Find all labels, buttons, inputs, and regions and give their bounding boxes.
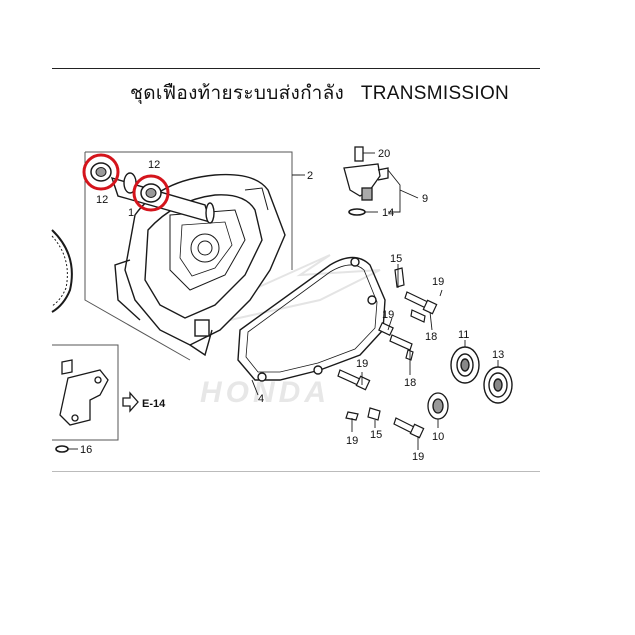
bottom-rule [52, 471, 540, 472]
collar-15-bottom [367, 407, 381, 421]
callout-4: 4 [258, 393, 264, 405]
page-title: ชุดเฟืองท้ายระบบส่งกำลัง TRANSMISSION [130, 78, 509, 108]
callout-10: 10 [432, 431, 444, 443]
callout-12-top: 12 [148, 159, 160, 171]
callout-2: 2 [307, 170, 313, 182]
callout-9: 9 [422, 193, 428, 205]
callout-18-a: 18 [425, 331, 437, 343]
title-english: TRANSMISSION [360, 83, 510, 104]
watermark-text: HONDA [200, 376, 330, 409]
speed-sensor-assembly [343, 146, 389, 216]
callout-19-b: 19 [382, 309, 394, 321]
bearing-12-right [132, 174, 170, 212]
left-gear-partial [51, 229, 73, 313]
bolt-18-a [410, 309, 426, 323]
callout-19-d: 19 [346, 435, 358, 447]
inset-bracket [55, 359, 109, 453]
callout-15-top: 15 [390, 253, 402, 265]
reference-arrow [122, 391, 139, 413]
callout-19-e: 19 [412, 451, 424, 463]
bolt-19-d [345, 411, 359, 421]
callout-15-bottom: 15 [370, 429, 382, 441]
inset-outline [52, 344, 119, 441]
leader-lines [68, 152, 499, 450]
callout-1: 1 [128, 207, 134, 219]
bearing-12-left [82, 153, 120, 191]
group-outline-left [84, 152, 191, 361]
title-rule [52, 68, 540, 69]
callout-13: 13 [492, 349, 504, 361]
callout-12-left: 12 [96, 194, 108, 206]
callout-18-b: 18 [404, 377, 416, 389]
callout-11: 11 [458, 329, 469, 341]
bearing-13 [483, 366, 513, 404]
callout-20: 20 [378, 148, 390, 160]
collar-15-top [394, 267, 405, 288]
bolt-19-b [378, 322, 394, 336]
callout-numbers: 12 12 1 2 20 9 14 15 19 18 19 18 19 4 15… [80, 148, 504, 463]
reference-label: E-14 [142, 398, 166, 410]
callout-14: 14 [382, 207, 394, 219]
title-thai: ชุดเฟืองท้ายระบบส่งกำลัง [130, 83, 345, 104]
bearing-11 [450, 346, 480, 384]
bolt-set [337, 267, 438, 439]
callout-16: 16 [80, 444, 92, 456]
output-shaft [110, 172, 215, 224]
bearing-10 [427, 392, 449, 420]
bolt-18-b [405, 349, 414, 361]
callout-19-a: 19 [432, 276, 444, 288]
callout-19-c: 19 [356, 358, 368, 370]
cover-gasket [237, 256, 386, 382]
